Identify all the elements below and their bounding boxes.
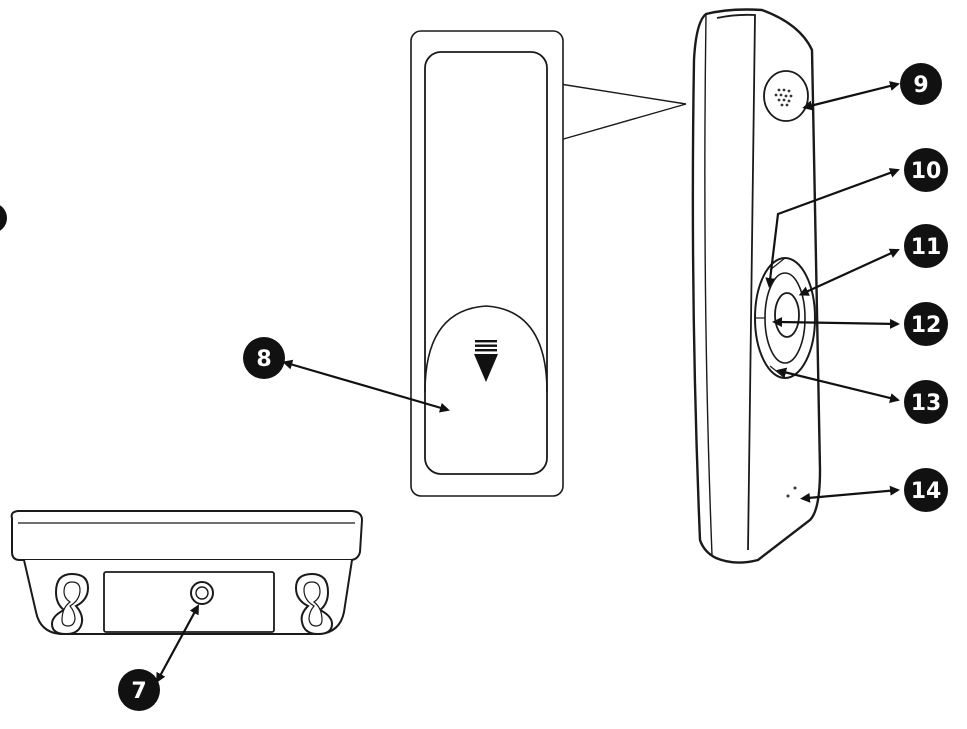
callout-7: 7 xyxy=(118,669,160,711)
battery-compartment-detail xyxy=(410,30,687,497)
callout-12-label: 12 xyxy=(911,313,942,338)
callout-8-label: 8 xyxy=(256,347,271,372)
leader-8 xyxy=(282,359,450,413)
speaker-grille xyxy=(763,70,809,122)
partial-callout-edge xyxy=(0,205,7,231)
callout-13-label: 13 xyxy=(911,391,942,416)
callout-10-label: 10 xyxy=(911,159,942,184)
slide-down-arrow-icon xyxy=(474,340,498,382)
leader-13 xyxy=(776,367,900,403)
leader-11 xyxy=(798,248,900,296)
leader-lines xyxy=(156,81,900,684)
leader-7 xyxy=(156,604,199,684)
microphone-holes xyxy=(786,486,797,498)
callout-9: 9 xyxy=(900,63,942,105)
callout-9-label: 9 xyxy=(913,73,928,98)
handset-device xyxy=(691,8,822,564)
base-unit xyxy=(10,510,364,636)
navigation-keypad xyxy=(754,257,816,379)
callout-10: 10 xyxy=(904,148,948,192)
leader-9 xyxy=(802,81,900,111)
leader-12 xyxy=(772,317,900,329)
callout-12: 12 xyxy=(904,302,948,346)
keyhole-left xyxy=(50,572,90,636)
callout-14: 14 xyxy=(904,468,948,512)
callout-7-label: 7 xyxy=(131,679,146,704)
callout-13: 13 xyxy=(904,380,948,424)
callout-11: 11 xyxy=(904,224,948,268)
leader-10 xyxy=(765,168,900,288)
callout-14-label: 14 xyxy=(911,479,942,504)
screw-hole xyxy=(190,581,214,605)
leader-14 xyxy=(800,485,900,503)
callout-8: 8 xyxy=(243,337,285,379)
callout-11-label: 11 xyxy=(911,235,942,260)
keyhole-right xyxy=(294,572,334,636)
